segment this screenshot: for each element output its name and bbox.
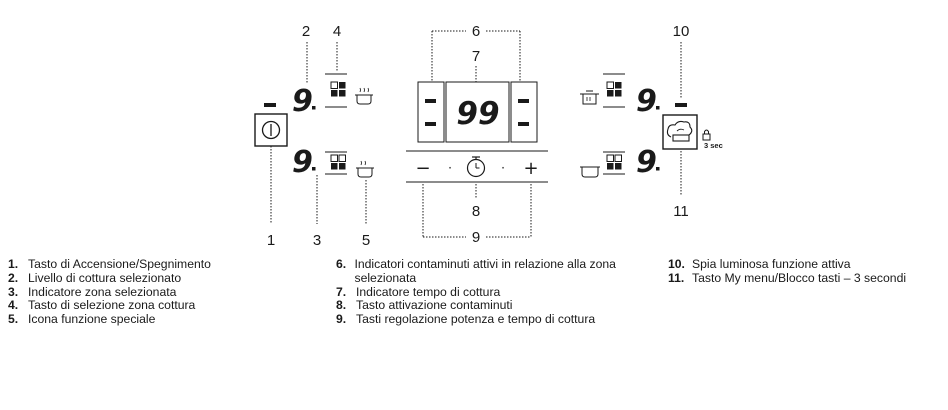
lock-icon: [702, 129, 711, 141]
zone-select-icon: [330, 154, 346, 170]
legend-item: 11.Tasto My menu/Blocco tasti – 3 second…: [668, 270, 907, 285]
left-bottom-level-digit: 9: [292, 145, 313, 180]
power-button[interactable]: [254, 113, 288, 147]
legend-item: 9.Tasti regolazione potenza e tempo di c…: [336, 312, 596, 327]
right-bottom-level-digit: 9: [636, 145, 657, 180]
legend-column-3: 10.Spia luminosa funzione attiva 11.Tast…: [668, 257, 948, 286]
legend-item: 8.Tasto attivazione contaminuti: [336, 298, 513, 313]
right-bottom-decimal-point: [656, 167, 660, 171]
zone-select-icon: [606, 154, 622, 170]
callout-7: 7: [472, 48, 480, 65]
callout-6: 6: [472, 23, 480, 40]
cooking-time-digits: 99: [456, 96, 499, 132]
callout-1: 1: [267, 232, 275, 249]
callout-3: 3: [313, 232, 321, 249]
callout-9: 9: [472, 229, 480, 246]
legend-item: 10.Spia luminosa funzione attiva: [668, 257, 851, 271]
power-icon: [261, 120, 281, 140]
pot-icon: [580, 90, 599, 105]
right-top-level-digit: 9: [636, 84, 657, 119]
minus-button[interactable]: −: [415, 158, 430, 179]
zone-select-button-bottom-right[interactable]: [603, 151, 625, 175]
legend-item: 3.Indicatore zona selezionata: [8, 284, 177, 299]
legend-column-1: 1.Tasto di Accensione/Spegnimento 2.Live…: [8, 257, 263, 327]
callout-11: 11: [673, 203, 689, 220]
special-function-icon-top: [355, 87, 373, 105]
dot-separator-right: ·: [501, 161, 505, 175]
right-top-decimal-point: [656, 106, 660, 110]
legend-item: 7.Indicatore tempo di cottura: [336, 284, 501, 299]
control-panel-diagram: 1 9 9 2 3 4: [254, 23, 723, 249]
lock-duration-label: 3 sec: [704, 141, 723, 150]
special-function-icon-bottom: [356, 160, 374, 178]
left-top-decimal-point: [312, 106, 316, 110]
stopwatch-icon: [466, 156, 486, 178]
my-menu-lock-button[interactable]: [662, 114, 698, 150]
plus-button[interactable]: +: [523, 158, 538, 179]
legend-item: 2.Livello di cottura selezionato: [8, 270, 182, 285]
legend-item: 4.Tasto di selezione zona cottura: [8, 298, 196, 313]
timer-activation-button[interactable]: [466, 156, 486, 178]
left-bottom-decimal-point: [312, 167, 316, 171]
legend-column-2: 6.Indicatori contaminuti attivi in relaz…: [336, 257, 656, 327]
legend-item: 1.Tasto di Accensione/Spegnimento: [8, 257, 211, 271]
function-active-light: [675, 103, 687, 107]
legend-item: 6.Indicatori contaminuti attivi in relaz…: [336, 257, 616, 285]
left-top-level-digit: 9: [292, 84, 313, 119]
chef-hat-icon: [666, 120, 693, 142]
callout-4: 4: [333, 23, 341, 40]
cooking-time-display: 99: [445, 81, 510, 143]
zone-select-icon: [606, 81, 622, 97]
legend-item: 5.Icona funzione speciale: [8, 312, 156, 327]
power-indicator-light: [264, 103, 276, 107]
timer-indicator-left: [417, 81, 445, 143]
callout-8: 8: [472, 203, 480, 220]
callout-10: 10: [673, 23, 690, 40]
pan-icon: [580, 166, 600, 178]
zone-select-button-bottom-left[interactable]: [325, 151, 347, 175]
zone-select-button-top-right[interactable]: [603, 73, 625, 108]
callout-2: 2: [302, 23, 310, 40]
zone-select-icon: [330, 81, 346, 97]
dot-separator-left: ·: [448, 161, 452, 175]
callout-5: 5: [362, 232, 370, 249]
timer-indicator-right: [510, 81, 538, 143]
zone-select-button-top-left[interactable]: [325, 73, 347, 108]
